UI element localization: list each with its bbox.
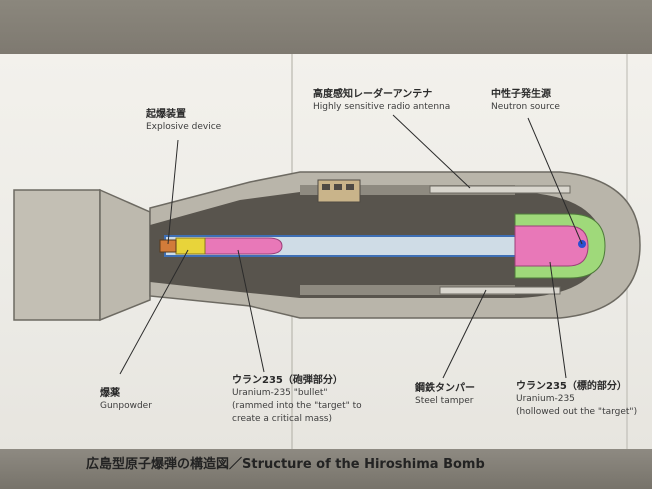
antenna-bottom: [439, 286, 561, 295]
label-gunpowder: 爆薬 Gunpowder: [100, 387, 152, 413]
uranium-target: [514, 225, 589, 267]
leader-tamper: [442, 289, 487, 379]
electronics-box: [317, 179, 361, 203]
label-en: Explosive device: [146, 122, 222, 132]
label-jp: ウラン235（標的部分）: [516, 381, 627, 392]
tail-fin: [13, 189, 101, 321]
steel-tamper-lower: [300, 285, 515, 295]
label-en: Steel tamper: [415, 396, 474, 406]
label-jp: 起爆装置: [146, 109, 186, 120]
label-en: Highly sensitive radio antenna: [313, 102, 451, 112]
tail-cone: [99, 188, 151, 322]
leader-neutron: [527, 117, 583, 245]
caption-band: [0, 449, 652, 489]
label-jp: 中性子発生源: [491, 89, 551, 100]
label-en-line: Uranium-235: [516, 394, 575, 404]
leader-explosive: [167, 139, 179, 245]
leader-bullet: [237, 249, 265, 373]
label-uranium-target: ウラン235（標的部分） Uranium-235 (hollowed out t…: [516, 380, 637, 419]
label-en-line: create a critical mass): [232, 414, 332, 424]
label-jp: 鋼鉄タンパー: [415, 383, 475, 394]
label-neutron-source: 中性子発生源 Neutron source: [491, 88, 560, 114]
uranium-bullet: [204, 237, 283, 255]
diagram-caption: 広島型原子爆弾の構造図／Structure of the Hiroshima B…: [86, 457, 485, 472]
leader-gunpowder: [119, 249, 189, 375]
label-en: Gunpowder: [100, 401, 152, 411]
label-steel-tamper: 鋼鉄タンパー Steel tamper: [415, 382, 475, 408]
label-jp: ウラン235（砲弾部分）: [232, 375, 343, 386]
label-uranium-bullet: ウラン235（砲弾部分） Uranium-235 "bullet" (ramme…: [232, 374, 362, 426]
leader-target: [549, 261, 567, 379]
antenna-top: [429, 185, 571, 194]
label-en-line: (hollowed out the "target"): [516, 407, 638, 417]
label-en-line: Uranium-235 "bullet": [232, 388, 328, 398]
leader-antenna: [392, 114, 471, 189]
gunpowder: [175, 237, 206, 255]
label-jp: 高度感知レーダーアンテナ: [313, 89, 433, 100]
label-jp: 爆薬: [100, 388, 120, 399]
label-en-line: (rammed into the "target" to: [232, 401, 362, 411]
steel-tamper: [300, 185, 515, 195]
label-radio-antenna: 高度感知レーダーアンテナ Highly sensitive radio ante…: [313, 88, 450, 114]
label-explosive-device: 起爆装置 Explosive device: [146, 108, 221, 134]
label-en: Neutron source: [491, 102, 560, 112]
